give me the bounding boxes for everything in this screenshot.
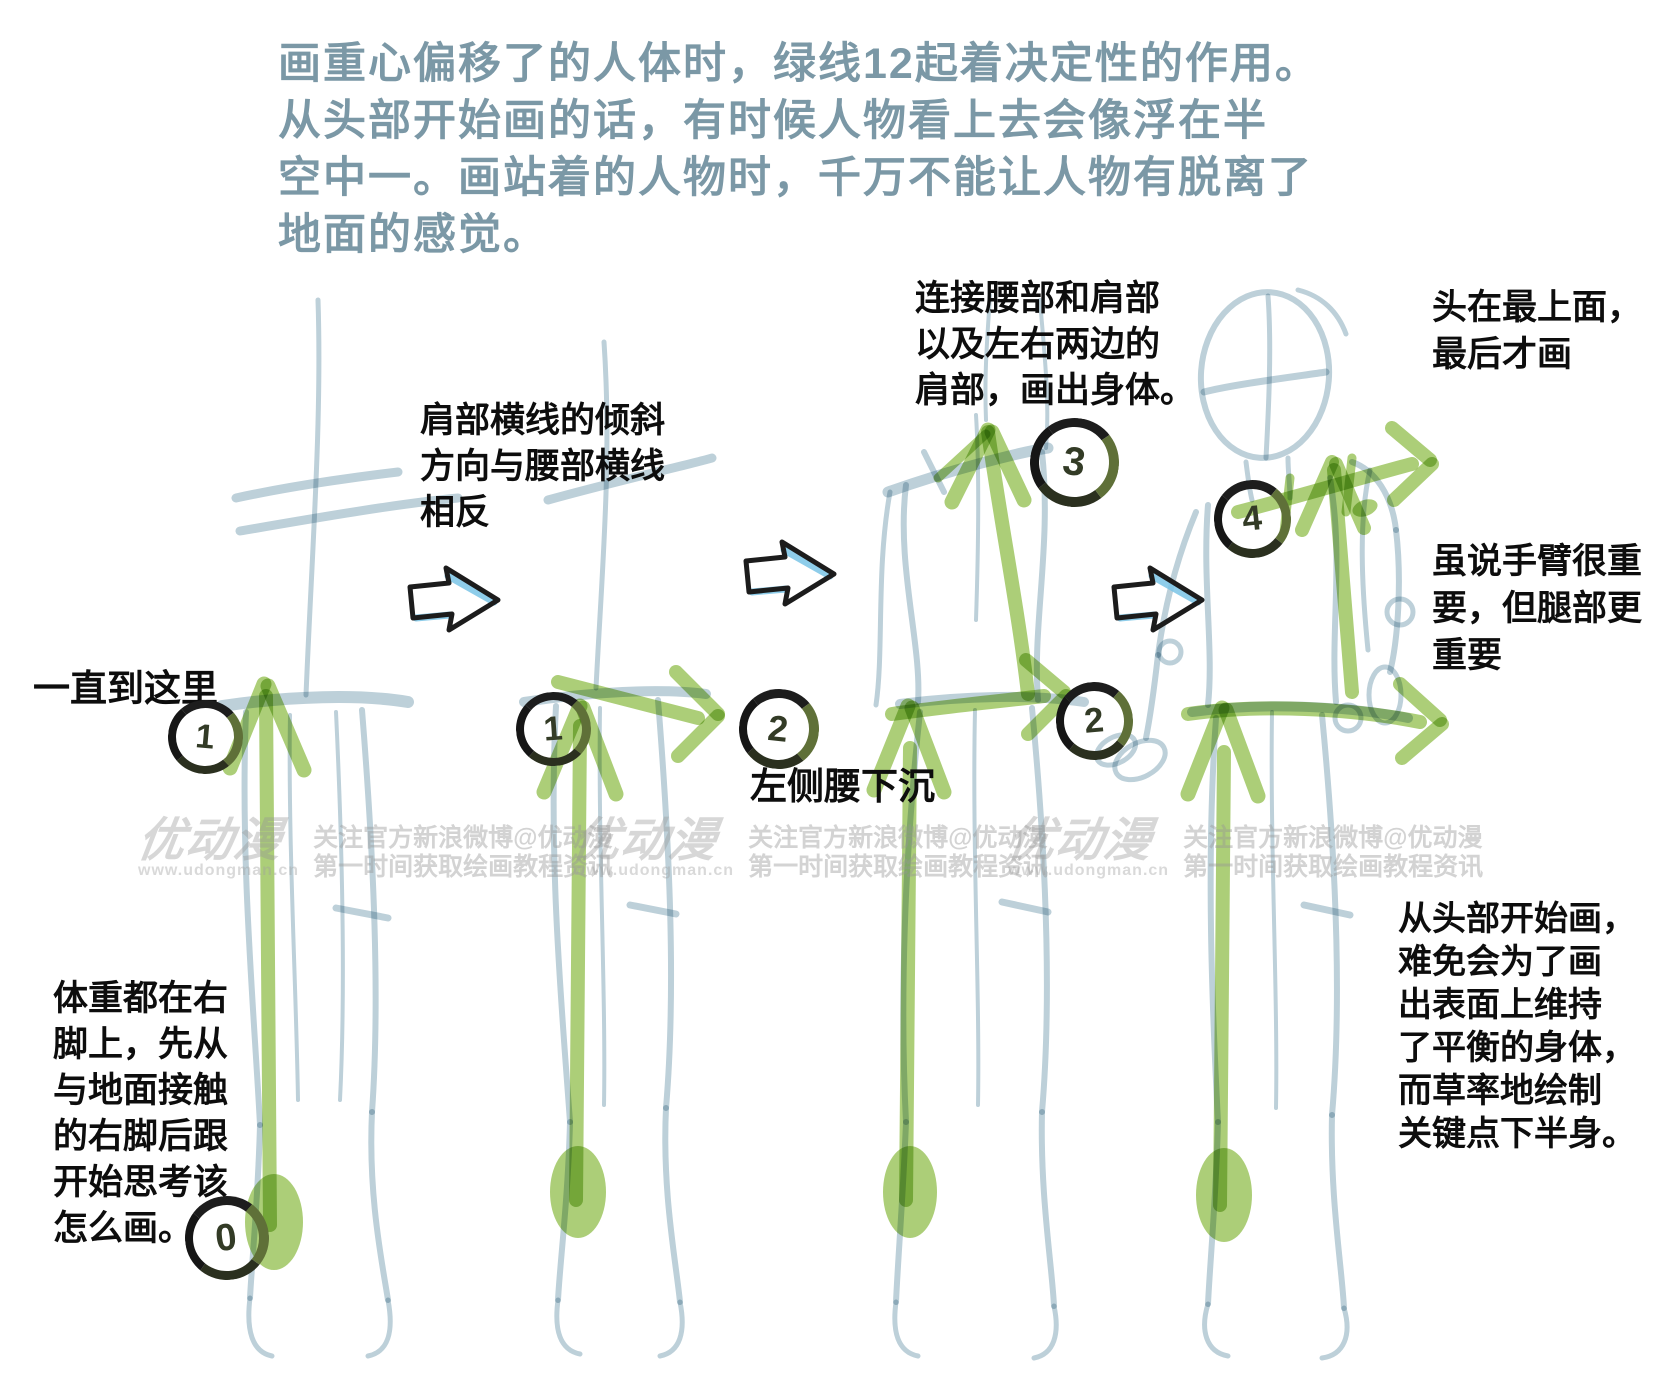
marker-number: 1 xyxy=(193,716,217,757)
note-head-last: 头在最上面， 最后才画 xyxy=(1432,284,1642,378)
note-line: 难免会为了画 xyxy=(1398,943,1602,981)
note-line: 开始思考该 xyxy=(53,1163,229,1202)
step-arrow-right-icon-1 xyxy=(407,565,501,633)
note-line: 的右脚后跟 xyxy=(53,1117,229,1156)
note-line: 连接腰部和肩部 xyxy=(915,279,1161,318)
step-arrow-right-icon-3 xyxy=(1111,565,1205,633)
note-shoulder-tilt: 肩部横线的倾斜 方向与腰部横线 相反 xyxy=(420,398,665,536)
note-line: 虽说手臂很重 xyxy=(1432,542,1643,581)
marker-number: 2 xyxy=(765,706,791,750)
note-line: 出表面上维持 xyxy=(1398,986,1602,1024)
header-line: 空中一。画站着的人物时，千万不能让人物有脱离了 xyxy=(278,154,1313,202)
note-line: 体重都在右 xyxy=(53,979,229,1018)
marker-number: 2 xyxy=(1082,700,1106,741)
note-line: 最后才画 xyxy=(1432,335,1573,374)
green-guides-3 xyxy=(866,422,1073,1238)
note-line: 以及左右两边的 xyxy=(915,325,1161,364)
note-line: 要，但腿部更 xyxy=(1432,589,1643,628)
header-line: 从头部开始画的话，有时候人物看上去会像浮在半 xyxy=(278,97,1268,145)
note-connect-body: 连接腰部和肩部 以及左右两边的 肩部，画出身体。 xyxy=(915,276,1195,414)
note-line: 肩部横线的倾斜 xyxy=(420,401,666,440)
note-line: 了平衡的身体， xyxy=(1398,1029,1636,1067)
note-line: 重要 xyxy=(1432,636,1503,675)
step-arrow-right-icon-2 xyxy=(743,539,837,607)
note-line: 关键点下半身。 xyxy=(1398,1115,1636,1153)
marker-number: 1 xyxy=(542,708,564,749)
header-paragraph: 画重心偏移了的人体时，绿线12起着决定性的作用。 从头部开始画的话，有时候人物看… xyxy=(278,36,1418,264)
header-line: 画重心偏移了的人体时，绿线12起着决定性的作用。 xyxy=(278,40,1320,88)
marker-number: 4 xyxy=(1240,498,1264,539)
marker-number: 3 xyxy=(1060,438,1089,485)
green-guides-1 xyxy=(222,676,312,1270)
header-line: 地面的感觉。 xyxy=(278,211,548,259)
note-left-waist-sinks: 左侧腰下沉 xyxy=(750,766,935,807)
note-line: 头在最上面， xyxy=(1432,288,1643,327)
note-line: 怎么画。 xyxy=(53,1209,194,1248)
note-until-here: 一直到这里 xyxy=(33,668,218,709)
note-line: 肩部，画出身体。 xyxy=(915,371,1196,410)
marker-number: 0 xyxy=(212,1215,239,1260)
note-line: 方向与腰部横线 xyxy=(420,447,666,486)
note-legs-more-important: 虽说手臂很重 要，但腿部更 重要 xyxy=(1432,538,1642,679)
figure-sketch-4 xyxy=(1093,287,1416,1361)
green-guides-4 xyxy=(1180,421,1449,1242)
green-guides-2 xyxy=(536,665,725,1238)
note-line: 从头部开始画， xyxy=(1398,900,1636,938)
note-line: 相反 xyxy=(420,493,491,532)
note-line: 而草率地绘制 xyxy=(1398,1072,1602,1110)
note-weight-on-right-foot: 体重都在右 脚上，先从 与地面接触 的右脚后跟 开始思考该 怎么画。 xyxy=(53,976,228,1252)
note-line: 与地面接触 xyxy=(53,1071,229,1110)
note-start-from-head: 从头部开始画， 难免会为了画 出表面上维持 了平衡的身体， 而草率地绘制 关键点… xyxy=(1398,898,1636,1156)
note-line: 脚上，先从 xyxy=(53,1025,229,1064)
